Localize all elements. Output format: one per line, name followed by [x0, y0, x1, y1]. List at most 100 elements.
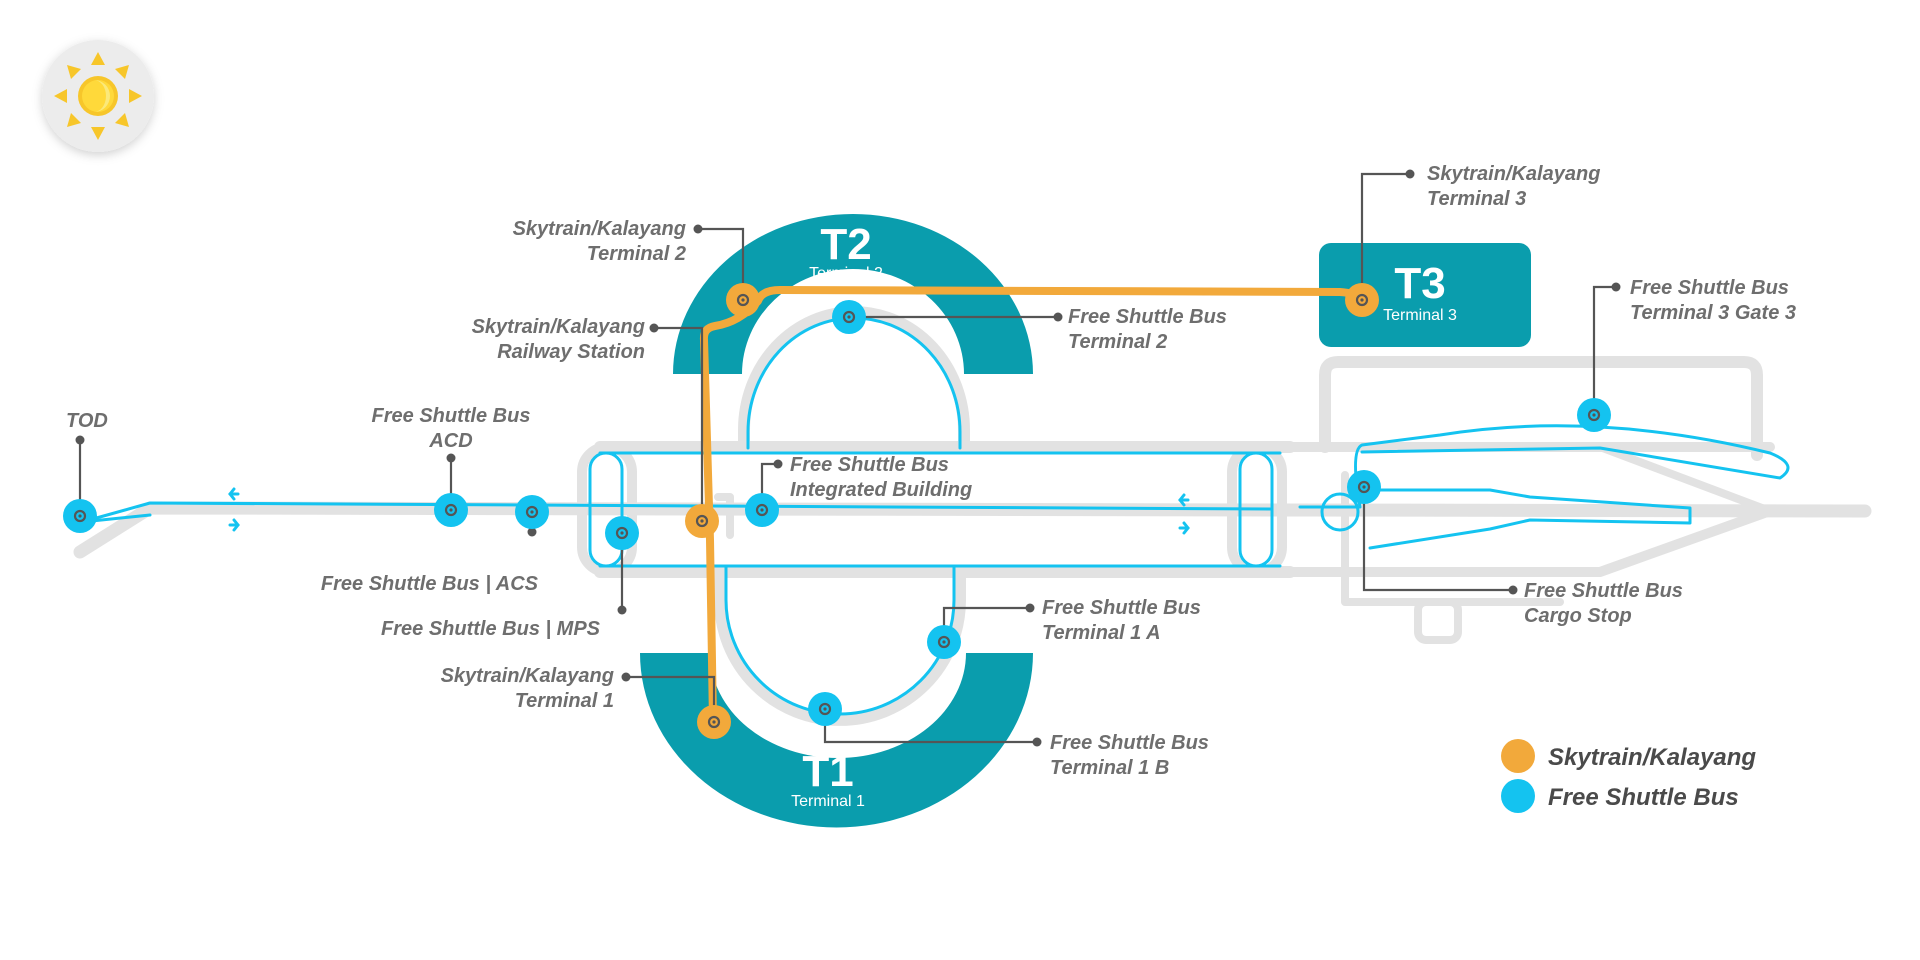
sun-icon	[54, 52, 142, 140]
stop-label-line: Free Shuttle Bus | MPS	[381, 618, 601, 640]
stop-marker-center	[73, 509, 87, 523]
stop-marker-center	[444, 503, 458, 517]
stop-label-line: Terminal 2	[587, 243, 686, 265]
callout-dot	[75, 435, 85, 445]
stop-marker-pin	[1592, 413, 1596, 417]
callout-dot	[1025, 603, 1035, 613]
callout-dot	[1053, 312, 1063, 322]
stop-label-line: Skytrain/Kalayang	[472, 316, 645, 338]
callout-dot	[621, 672, 631, 682]
stop-label-line: Free Shuttle Bus	[1630, 277, 1789, 299]
callout-dot	[649, 323, 659, 333]
stop-marker-center	[695, 514, 709, 528]
legend-label-skytrain: Skytrain/Kalayang	[1548, 744, 1756, 771]
terminal-buildings	[640, 214, 1531, 828]
stop-marker-center	[937, 635, 951, 649]
stop-marker-center	[615, 526, 629, 540]
stop-marker-pin	[1360, 298, 1364, 302]
stop-marker-center	[818, 702, 832, 716]
legend-item-shuttle: Free Shuttle Bus	[1501, 779, 1739, 813]
stop-marker-pin	[712, 720, 716, 724]
stop-label-line: Free Shuttle Bus	[372, 405, 531, 427]
arrow-right-icon	[1178, 521, 1190, 535]
stop-label-line: Skytrain/Kalayang	[1427, 163, 1600, 185]
callout-leader	[698, 227, 745, 300]
arrow-left-icon	[1178, 493, 1190, 507]
callout-leader	[1592, 285, 1616, 415]
callout-dot	[1508, 585, 1518, 595]
road-network	[73, 306, 1872, 726]
arrow-right-icon	[228, 518, 240, 532]
stop-marker-pin	[741, 298, 745, 302]
stop-marker-pin	[760, 508, 764, 512]
legend: Skytrain/Kalayang Free Shuttle Bus	[1501, 739, 1756, 813]
stop-marker-pin	[942, 640, 946, 644]
callout-dot	[693, 224, 703, 234]
stop-marker-center	[736, 293, 750, 307]
callout-leader	[654, 326, 704, 521]
stop-marker-pin	[1362, 485, 1366, 489]
callout-dot	[617, 605, 627, 615]
callout-dot	[1611, 282, 1621, 292]
callout-dot	[446, 453, 456, 463]
stop-label-line: Railway Station	[497, 341, 645, 363]
stop-label-line: Skytrain/Kalayang	[513, 218, 686, 240]
theme-toggle-button[interactable]	[42, 40, 154, 152]
stop-mps[interactable]: Free Shuttle Bus | MPS	[381, 516, 639, 640]
legend-label-shuttle: Free Shuttle Bus	[1548, 784, 1739, 811]
stop-label-line: Integrated Building	[790, 479, 972, 501]
stop-marker-pin	[620, 531, 624, 535]
stop-marker-pin	[823, 707, 827, 711]
terminal-3-code: T3	[1394, 259, 1445, 308]
stop-marker-pin	[700, 519, 704, 523]
stop-label-line: Terminal 3 Gate 3	[1630, 302, 1796, 324]
stop-label-line: Free Shuttle Bus	[1068, 306, 1227, 328]
legend-item-skytrain: Skytrain/Kalayang	[1501, 739, 1756, 773]
stop-marker-center	[1587, 408, 1601, 422]
stop-acs[interactable]: Free Shuttle Bus | ACS	[321, 495, 549, 595]
terminal-2-name: Terminal 2	[809, 265, 883, 282]
stop-label-line: Free Shuttle Bus	[790, 454, 949, 476]
stop-marker-center	[755, 503, 769, 517]
stop-label-line: Terminal 1 B	[1050, 757, 1169, 779]
stop-label-line: Free Shuttle Bus	[1524, 580, 1683, 602]
callout-leader	[1362, 487, 1513, 592]
callout-dot	[773, 459, 783, 469]
callout-dot	[1405, 169, 1415, 179]
direction-arrows	[228, 487, 1190, 535]
callout-dot	[1032, 737, 1042, 747]
stop-marker-center	[1355, 293, 1369, 307]
stop-label-line: Free Shuttle Bus | ACS	[321, 573, 539, 595]
stop-label-line: Free Shuttle Bus	[1050, 732, 1209, 754]
stop-label-line: Free Shuttle Bus	[1042, 597, 1201, 619]
legend-swatch-skytrain	[1501, 739, 1535, 773]
stop-marker-center	[707, 715, 721, 729]
stop-marker-center	[525, 505, 539, 519]
terminal-1-name: Terminal 1	[791, 793, 865, 810]
terminal-labels: T2 Terminal 2 T1 Terminal 1 T3 Terminal …	[791, 220, 1457, 810]
stop-marker-pin	[78, 514, 82, 518]
terminal-2-building	[673, 214, 1033, 374]
stop-label-line: Skytrain/Kalayang	[441, 665, 614, 687]
stop-label-line: ACD	[428, 430, 472, 452]
stop-marker-pin	[847, 315, 851, 319]
stop-tod[interactable]: TOD	[63, 410, 108, 533]
terminal-1-building	[640, 653, 1033, 828]
terminal-3-name: Terminal 3	[1383, 307, 1457, 324]
stop-marker-center	[842, 310, 856, 324]
stop-label-line: Terminal 1	[515, 690, 614, 712]
stop-label-line: Terminal 3	[1427, 188, 1526, 210]
